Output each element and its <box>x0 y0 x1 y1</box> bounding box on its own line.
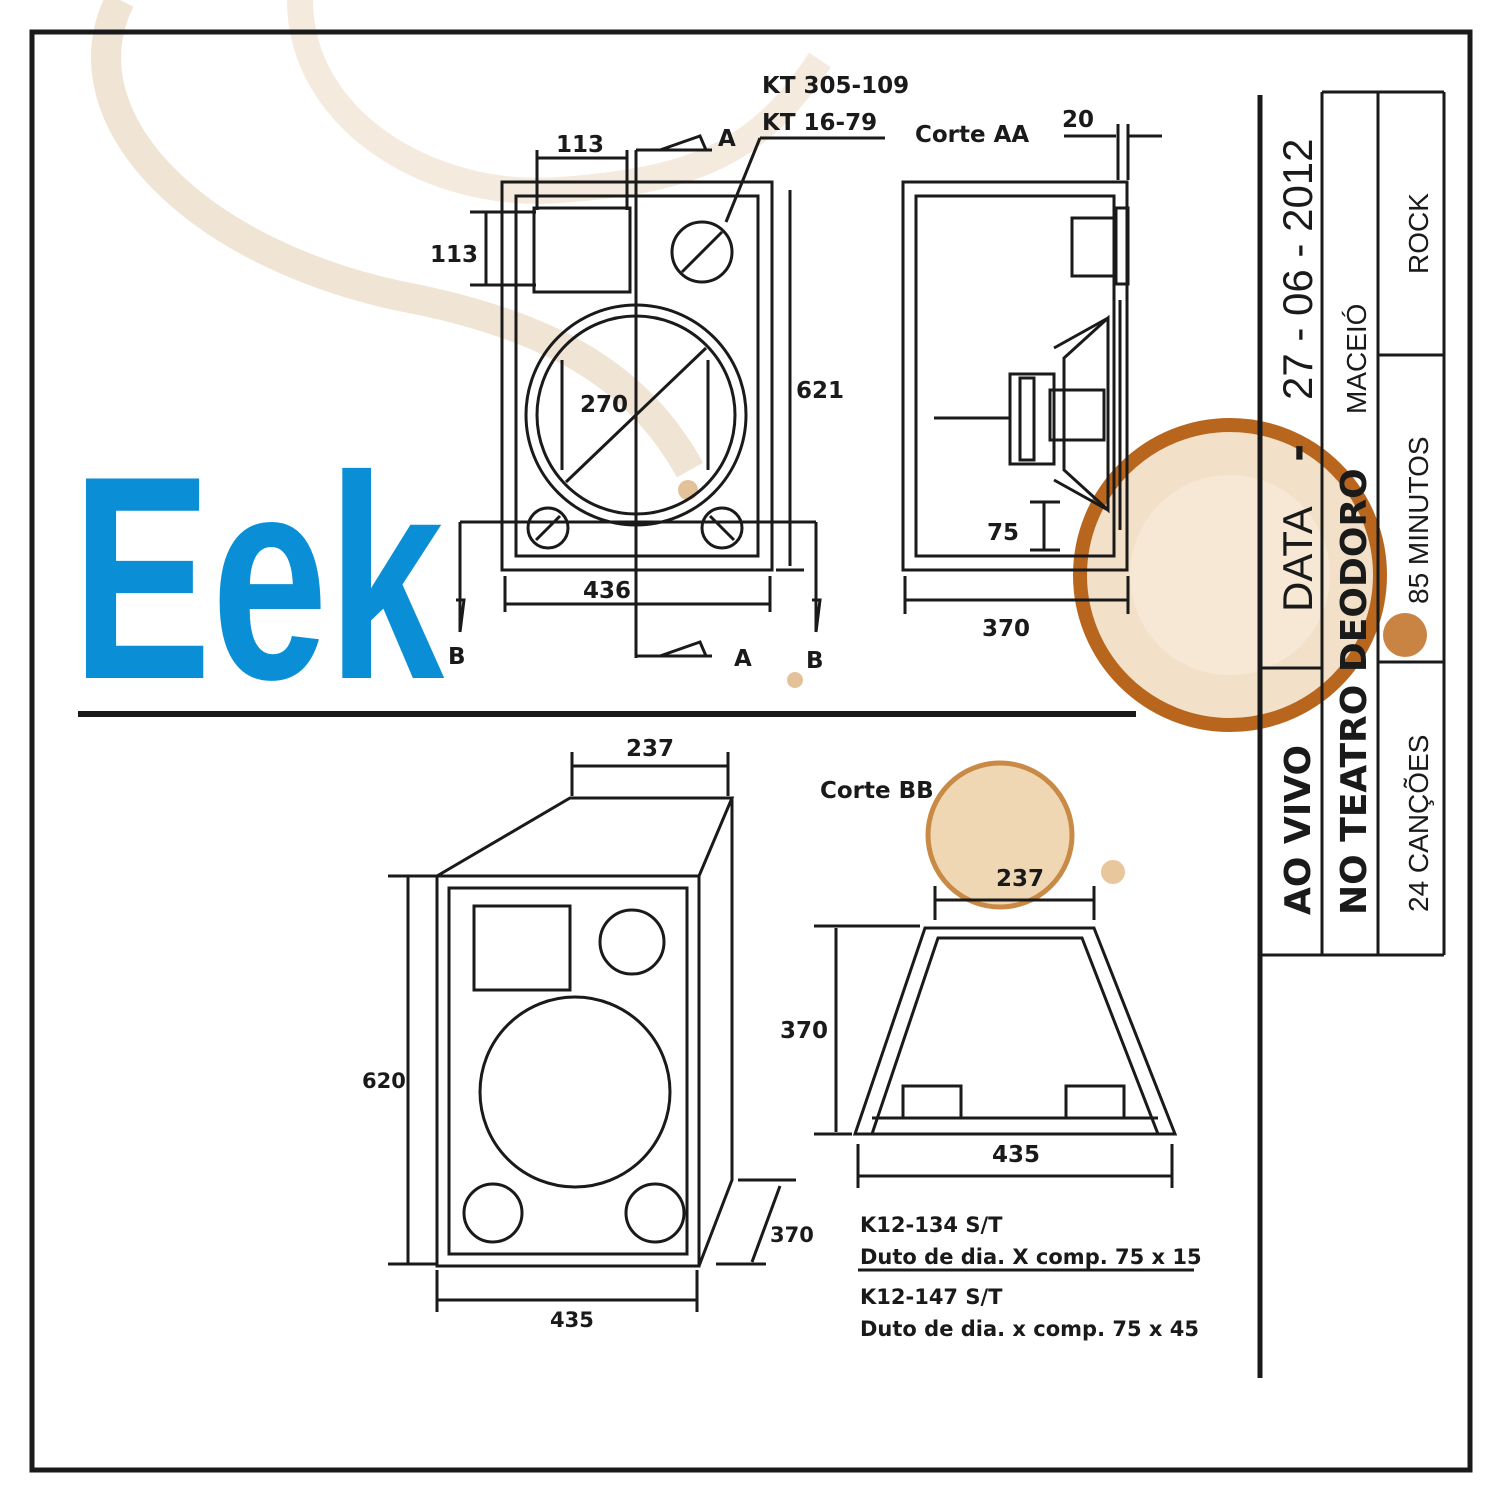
dim-75: 75 <box>987 520 1019 546</box>
dim-621: 621 <box>796 378 844 404</box>
dim-620: 620 <box>362 1069 406 1093</box>
part-label-kt305: KT 305-109 <box>762 73 909 99</box>
section-aa-drawing <box>901 124 1162 614</box>
section-mark-a-bottom: A <box>734 646 752 672</box>
dim-237-bb: 237 <box>996 866 1044 892</box>
panel-venue: NO TEATRO DEODORO <box>1334 468 1375 915</box>
section-mark-b-left: B <box>448 644 466 670</box>
section-aa-title: Corte AA <box>915 122 1029 148</box>
dim-435-front: 435 <box>550 1308 594 1332</box>
section-bb-drawing <box>814 886 1194 1272</box>
panel-city: MACEIÓ <box>1341 304 1372 414</box>
dim-270: 270 <box>580 392 628 418</box>
dim-435-bb: 435 <box>992 1142 1040 1168</box>
dim-370-aa: 370 <box>982 616 1030 642</box>
section-mark-b-right: B <box>806 648 824 674</box>
perspective-drawing <box>388 752 796 1312</box>
panel-genre: ROCK <box>1403 193 1434 274</box>
note-model-2: K12-147 S/T <box>860 1285 1003 1309</box>
dim-370-bb: 370 <box>780 1018 828 1044</box>
front-view-drawing <box>456 134 885 658</box>
panel-dash: - <box>1272 444 1323 462</box>
section-bb-title: Corte BB <box>820 778 934 804</box>
outer-frame <box>29 29 1473 1473</box>
coffee-stains <box>91 0 1427 910</box>
dim-113-height: 113 <box>430 242 478 268</box>
dim-113-width: 113 <box>556 132 604 158</box>
panel-duration: 85 MINUTOS <box>1403 436 1434 604</box>
note-desc-1: Duto de dia. X comp. 75 x 15 <box>860 1245 1202 1269</box>
part-label-kt16: KT 16-79 <box>762 110 877 136</box>
dim-436: 436 <box>583 578 631 604</box>
info-panel <box>1257 90 1446 1378</box>
panel-songs: 24 CANÇÕES <box>1403 735 1434 912</box>
note-model-1: K12-134 S/T <box>860 1213 1003 1237</box>
dim-237-top: 237 <box>626 736 674 762</box>
dim-20: 20 <box>1062 107 1094 133</box>
panel-data-label: DATA <box>1274 506 1321 612</box>
section-mark-a-top: A <box>718 126 736 152</box>
panel-date: 27 - 06 - 2012 <box>1274 138 1321 400</box>
band-logo: Eek <box>72 416 445 740</box>
dim-370-depth: 370 <box>770 1223 814 1247</box>
note-desc-2: Duto de dia. x comp. 75 x 45 <box>860 1317 1199 1341</box>
panel-ao-vivo: AO VIVO <box>1278 745 1319 915</box>
